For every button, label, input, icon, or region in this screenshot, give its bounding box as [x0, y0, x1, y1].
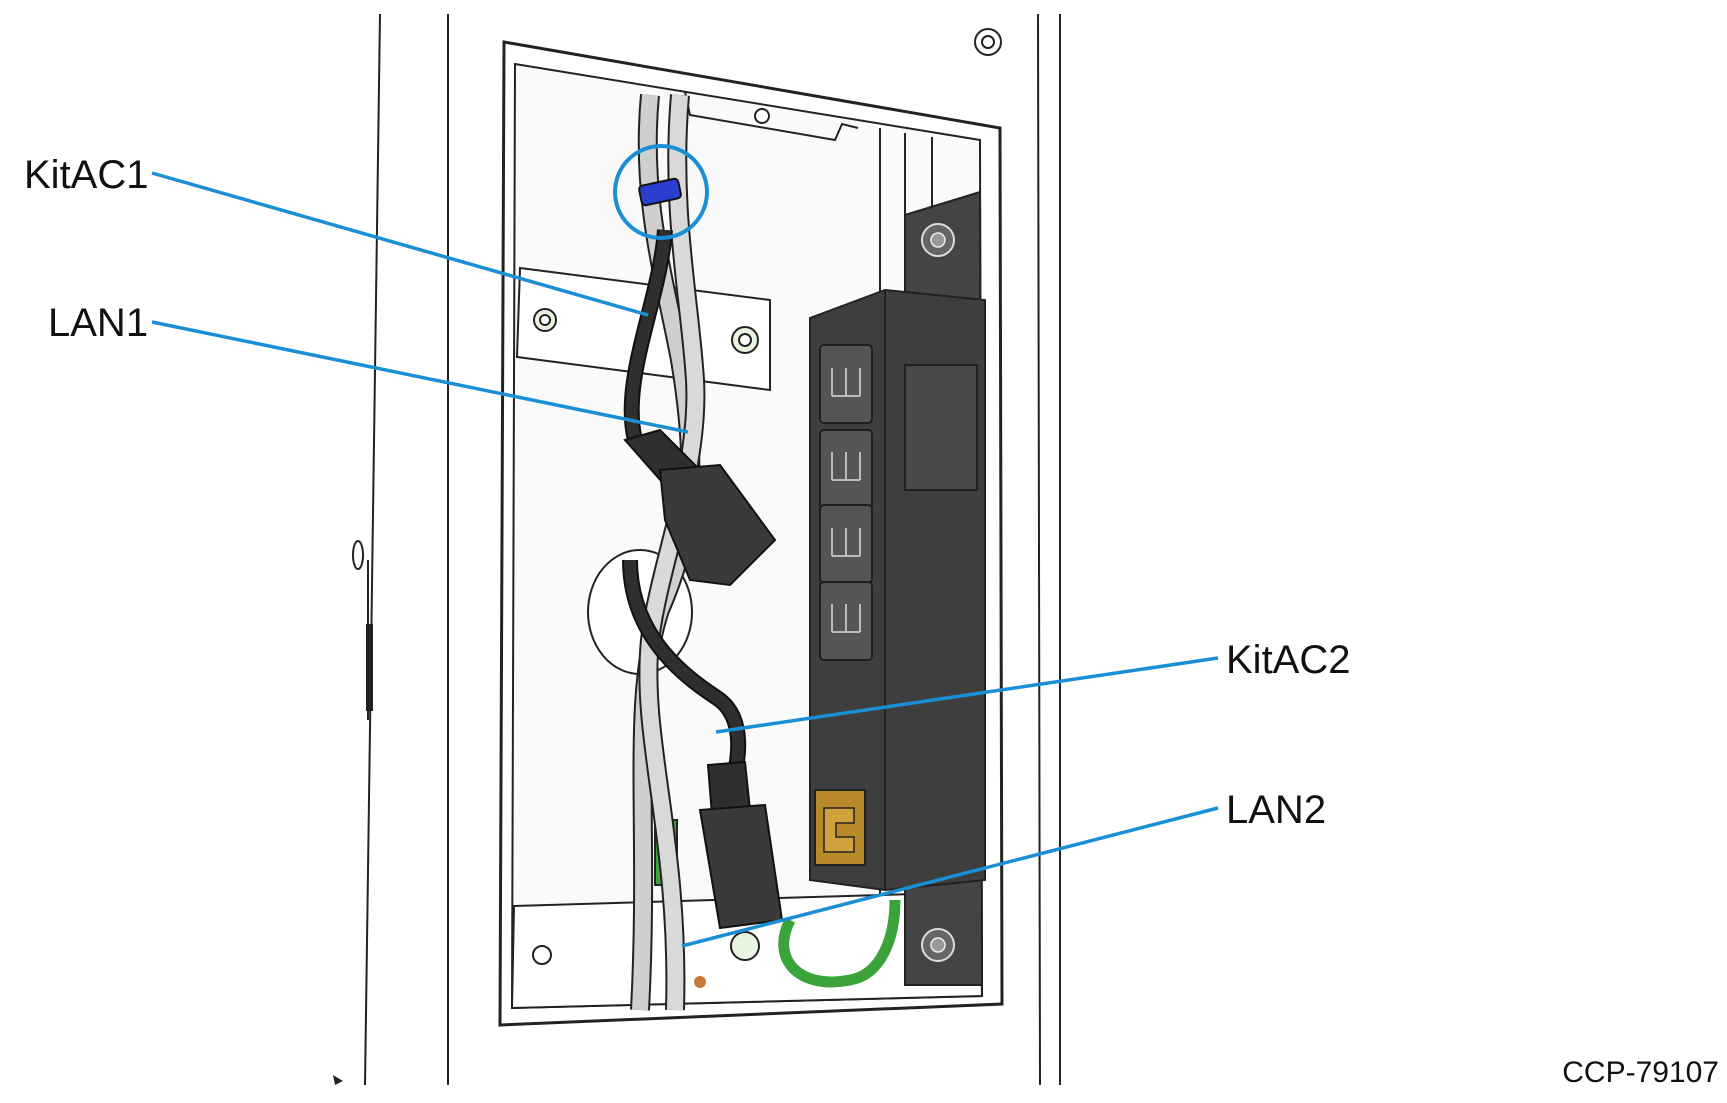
kitac1-plug	[623, 428, 777, 587]
power-cables	[622, 229, 747, 793]
power-switch	[814, 789, 866, 866]
cable-tie	[613, 144, 709, 240]
ground-wire	[778, 899, 901, 988]
corner-mark	[333, 1075, 343, 1085]
leader-lines	[151, 171, 1219, 948]
frame-screw	[352, 28, 1002, 570]
callout-lan1: LAN1	[48, 301, 149, 345]
leader-line-kitac1	[151, 171, 649, 317]
cable-tie-highlight-circle	[613, 144, 709, 240]
figure-id: CCP-79107	[1562, 1056, 1719, 1089]
callout-kitac1: KitAC1	[24, 153, 149, 197]
leader-line-kitac2	[715, 656, 1219, 734]
cabinet-frame	[364, 13, 1061, 1086]
callout-lan2: LAN2	[1226, 788, 1327, 832]
leader-line-lan2	[681, 806, 1219, 948]
callout-kitac2: KitAC2	[1226, 638, 1351, 682]
power-strip	[809, 288, 986, 892]
leader-line-lan1	[151, 320, 689, 434]
